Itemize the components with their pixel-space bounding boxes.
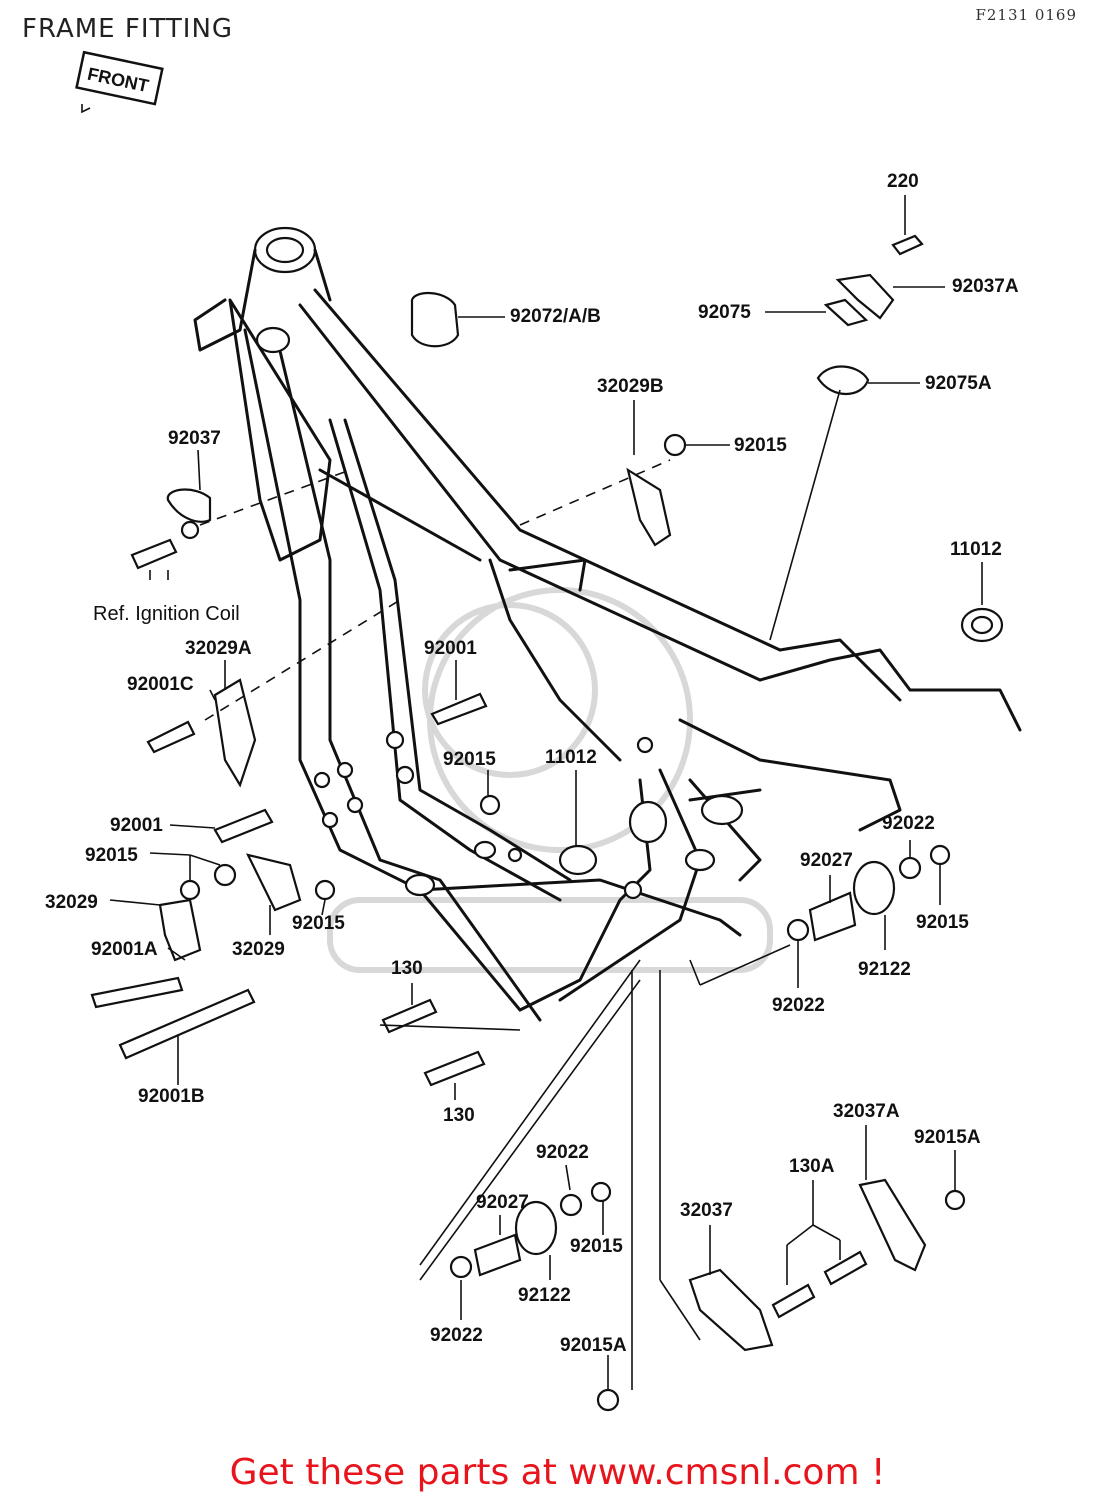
label-92022-right2: 92022 — [772, 995, 825, 1016]
watermark — [327, 587, 773, 973]
label-92015A-low: 92015A — [560, 1335, 627, 1356]
label-32029B: 32029B — [597, 376, 664, 397]
label-130-b: 130 — [443, 1105, 475, 1126]
label-92022-low: 92022 — [536, 1142, 589, 1163]
label-92027-low: 92027 — [476, 1192, 529, 1213]
label-92001C: 92001C — [127, 674, 194, 695]
label-92015-left2: 92015 — [292, 913, 345, 934]
footer-link[interactable]: Get these parts at www.cmsnl.com ! — [229, 1452, 886, 1493]
page-title: FRAME FITTING — [22, 14, 234, 44]
label-92015A-right: 92015A — [914, 1127, 981, 1148]
parts — [90, 234, 1004, 1412]
label-92075: 92075 — [698, 302, 751, 323]
label-92037A: 92037A — [952, 276, 1019, 297]
frame — [193, 226, 1022, 1022]
diagram-code: F2131 0169 — [975, 6, 1077, 24]
label-92022-low2: 92022 — [430, 1325, 483, 1346]
label-92015-right: 92015 — [916, 912, 969, 933]
label-92037: 92037 — [168, 428, 221, 449]
label-ref-ignition-coil: Ref. Ignition Coil — [93, 603, 240, 625]
label-11012-mid: 11012 — [545, 747, 597, 768]
label-92001-mid: 92001 — [424, 638, 477, 659]
label-220: 220 — [887, 171, 919, 192]
part-labels: 220 92037A 92072/A/B 92075 92075A 32029B… — [45, 171, 1019, 1356]
label-92022-right: 92022 — [882, 813, 935, 834]
front-tag: FRONT — [75, 50, 164, 106]
label-92015-left: 92015 — [85, 845, 138, 866]
label-32037: 32037 — [680, 1200, 733, 1221]
label-32029-mid: 32029 — [232, 939, 285, 960]
label-32029A: 32029A — [185, 638, 252, 659]
front-arrow-icon — [81, 104, 91, 114]
label-92015-top: 92015 — [734, 435, 787, 456]
label-130-a: 130 — [391, 958, 423, 979]
label-92122-low: 92122 — [518, 1285, 571, 1306]
label-92001-left: 92001 — [110, 815, 163, 836]
label-32037A: 32037A — [833, 1101, 900, 1122]
label-92001B: 92001B — [138, 1086, 205, 1107]
label-92015-low: 92015 — [570, 1236, 623, 1257]
label-92001A: 92001A — [91, 939, 158, 960]
label-32029-left: 32029 — [45, 892, 98, 913]
label-92072: 92072/A/B — [510, 306, 601, 327]
label-92075A: 92075A — [925, 373, 992, 394]
leader-lines — [109, 195, 983, 1390]
label-92122-right: 92122 — [858, 959, 911, 980]
label-92015-mid: 92015 — [443, 749, 496, 770]
label-92027-right: 92027 — [800, 850, 853, 871]
label-130A: 130A — [789, 1156, 835, 1177]
label-11012-right: 11012 — [950, 539, 1002, 560]
